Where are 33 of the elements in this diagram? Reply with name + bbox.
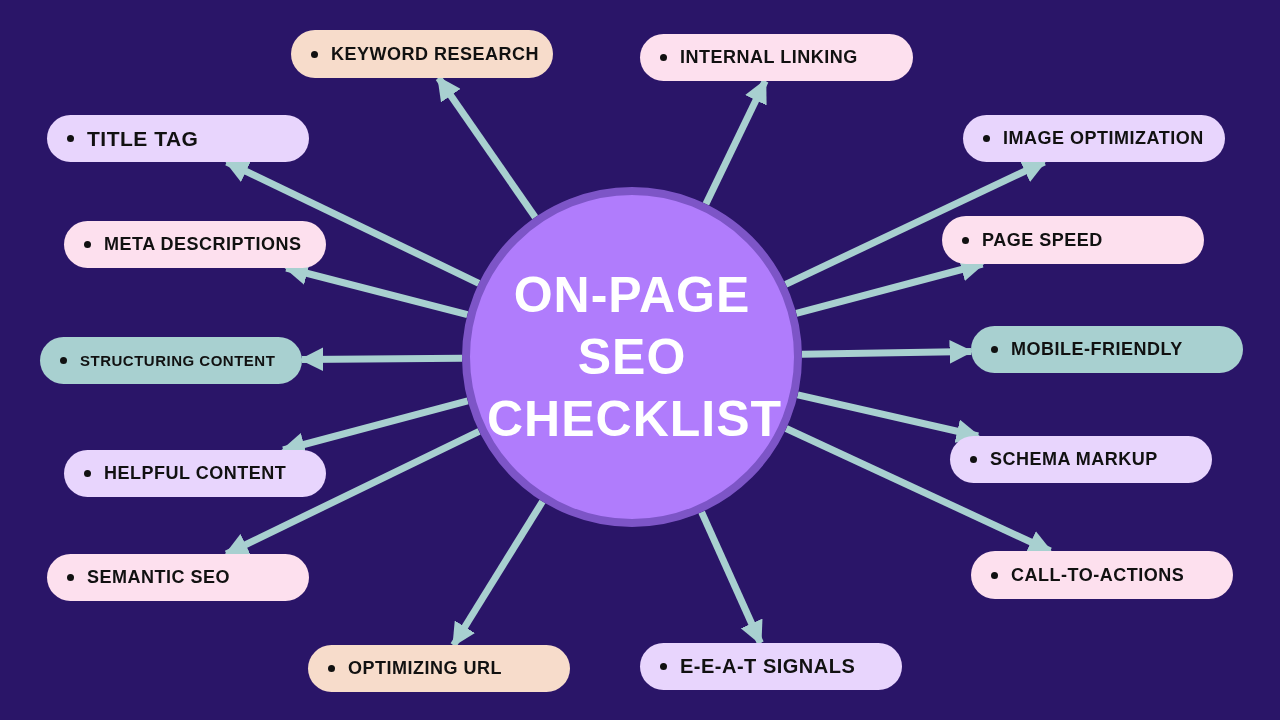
checklist-pill [950,436,1212,483]
checklist-pill [971,326,1243,373]
checklist-pill [64,450,326,497]
checklist-pill [40,337,302,384]
checklist-item: SCHEMA MARKUP [990,449,1158,470]
checklist-pill [308,645,570,692]
checklist-item: HELPFUL CONTENT [104,463,287,484]
checklist-pill [640,643,902,690]
checklist-item: E-E-A-T SIGNALS [680,655,856,678]
checklist-item: CALL-TO-ACTIONS [1011,564,1185,586]
checklist-item: MOBILE-FRIENDLY [1011,339,1183,360]
checklist-item: META DESCRIPTIONS [104,234,302,255]
arrow [450,499,546,647]
checklist-item: PAGE SPEED [982,229,1103,251]
checklist-pill [942,216,1204,264]
checklist-item: INTERNAL LINKING [680,47,858,68]
checklist-pill [47,115,309,162]
arrow [698,510,764,646]
arrow [796,391,981,443]
checklist-pill [64,221,326,268]
checklist-item: IMAGE OPTIMIZATION [1003,128,1204,149]
checklist-item: KEYWORD RESEARCH [331,43,539,65]
checklist-pill [963,115,1225,162]
checklist-item: TITLE TAG [87,126,199,151]
checklist-item: SEMANTIC SEO [87,567,230,588]
checklist-pill [47,554,309,601]
checklist-pill [640,34,913,81]
arrow [435,76,539,220]
checklist-pill [971,551,1233,599]
checklist-item: OPTIMIZING URL [348,658,502,679]
arrow [702,78,769,206]
checklist-item: STRUCTURING CONTENT [80,352,276,369]
checklist-pill [291,30,553,78]
